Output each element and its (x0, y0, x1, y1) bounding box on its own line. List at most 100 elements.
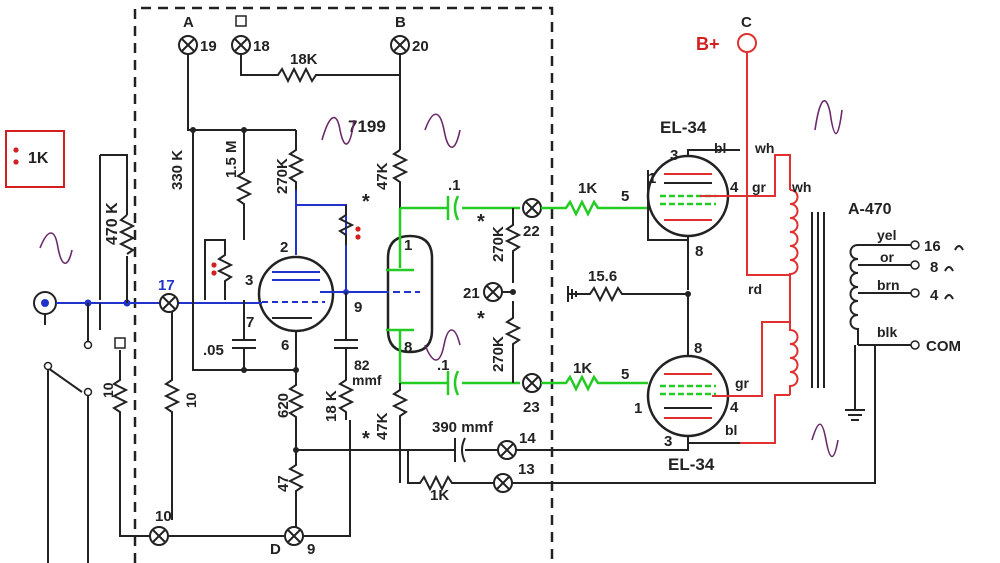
star-b: * (362, 428, 370, 450)
c1-b-label: .1 (437, 357, 450, 374)
pin-9: 9 (354, 299, 362, 316)
pin-6: 6 (281, 337, 289, 354)
star-a: * (362, 191, 370, 213)
r470k-label: 470 K (104, 202, 121, 245)
pin-3: 3 (245, 272, 253, 289)
primary-coil (789, 189, 799, 395)
terminal-B-letter: B (395, 14, 406, 31)
terminal-14 (497, 440, 517, 460)
terminal-22 (522, 198, 542, 218)
winding-wh-a: wh (754, 140, 774, 156)
out-16: 16 (924, 238, 941, 255)
el-top-pin8: 8 (695, 243, 703, 260)
terminal-17 (159, 293, 179, 313)
b-plus-label: B+ (696, 34, 720, 54)
r47k-b-label: 47K (374, 412, 391, 440)
b-plus-terminal (737, 33, 757, 53)
el34-bot-label: EL-34 (668, 455, 715, 474)
terminal-13-label: 13 (518, 461, 535, 478)
el-bot-pin3: 3 (664, 433, 672, 450)
c05-label: .05 (203, 342, 224, 359)
terminal-13 (493, 473, 513, 493)
pin-8: 8 (404, 339, 412, 356)
winding-rd: rd (748, 281, 762, 297)
el-bot-pin8: 8 (694, 340, 702, 357)
pin-1: 1 (404, 237, 412, 254)
terminal-22-label: 22 (523, 223, 540, 240)
r270k-a-label: 270K (274, 158, 291, 194)
r620-label: 620 (275, 393, 292, 418)
r15-6-label: 15.6 (588, 268, 617, 285)
tap-or: or (880, 249, 895, 265)
r1k-b-label: 1K (573, 360, 592, 377)
terminal-19 (178, 35, 198, 55)
terminal-20 (390, 35, 410, 55)
out-com: COM (926, 338, 961, 355)
annotation-box: 1K (5, 130, 65, 188)
tube-7199 (256, 255, 335, 333)
terminal-9-label: 9 (307, 541, 315, 558)
r1k-a-label: 1K (578, 180, 597, 197)
star-c: * (477, 211, 485, 233)
input-sine-wave (39, 232, 73, 265)
r10b-label: 10 (183, 392, 199, 408)
terminal-10-label: 10 (155, 508, 172, 525)
switch-lines (47, 303, 101, 563)
winding-wh-b: wh (791, 179, 811, 195)
terminal-9 (284, 526, 304, 546)
annotation-label: 1K (28, 150, 49, 167)
winding-gr-bot: gr (735, 375, 750, 391)
terminal-18-label: 18 (253, 38, 270, 55)
terminal-17-label: 17 (158, 277, 175, 294)
square-marker (235, 15, 247, 27)
el-bot-pin1: 1 (634, 400, 642, 417)
winding-gr-top: gr (752, 179, 767, 195)
terminal-A-letter: A (183, 14, 194, 31)
r1-5m-label: 1.5 M (223, 140, 240, 178)
pin-2: 2 (280, 239, 288, 256)
star-d: * (477, 308, 485, 330)
el-top-pin3: 3 (670, 147, 678, 164)
r18k-mid-label: 18 K (323, 390, 340, 422)
r10a-label: 10 (100, 382, 116, 398)
r47k-a-label: 47K (374, 162, 391, 190)
el-bot-pin4: 4 (730, 399, 739, 416)
c390-label: 390 mmf (432, 419, 494, 436)
r470k-lead (100, 154, 128, 215)
winding-bl-top: bl (714, 140, 726, 156)
terminal-10 (149, 526, 169, 546)
c1-a-label: .1 (448, 177, 461, 194)
out-8: 8 (930, 259, 938, 276)
winding-bl-bot: bl (725, 422, 737, 438)
chassis-boundary (133, 6, 554, 563)
r18k-top-label: 18K (290, 51, 318, 68)
input-jack (33, 291, 57, 315)
c82-label: 82 (354, 357, 370, 373)
el-top-pin4: 4 (730, 179, 739, 196)
r470k-body (118, 214, 136, 255)
r47-label: 47 (275, 475, 292, 492)
el-top-pin1: 1 (648, 170, 656, 187)
el-bot-pin5: 5 (621, 366, 629, 383)
el-top-pin5: 5 (621, 188, 629, 205)
pin-7: 7 (246, 314, 254, 331)
terminal-18 (231, 35, 251, 55)
terminal-23-label: 23 (523, 399, 540, 416)
terminal-20-label: 20 (412, 38, 429, 55)
tube-7199-label: 7199 (348, 117, 386, 136)
terminal-21 (483, 282, 503, 302)
tap-yel: yel (877, 227, 896, 243)
terminal-C-letter: C (741, 14, 752, 31)
tap-brn: brn (877, 277, 900, 293)
secondary-coil (849, 244, 859, 345)
r270k-c-label: 270K (490, 336, 507, 372)
terminal-21-label: 21 (463, 285, 480, 302)
c82-unit: mmf (352, 372, 382, 388)
r330k-label: 330 K (169, 150, 186, 190)
terminal-D-letter: D (270, 541, 281, 558)
out-4: 4 (930, 287, 939, 304)
el34-top-label: EL-34 (660, 118, 707, 137)
transformer-name: A-470 (848, 201, 892, 218)
r1k-fb-label: 1K (430, 487, 449, 504)
